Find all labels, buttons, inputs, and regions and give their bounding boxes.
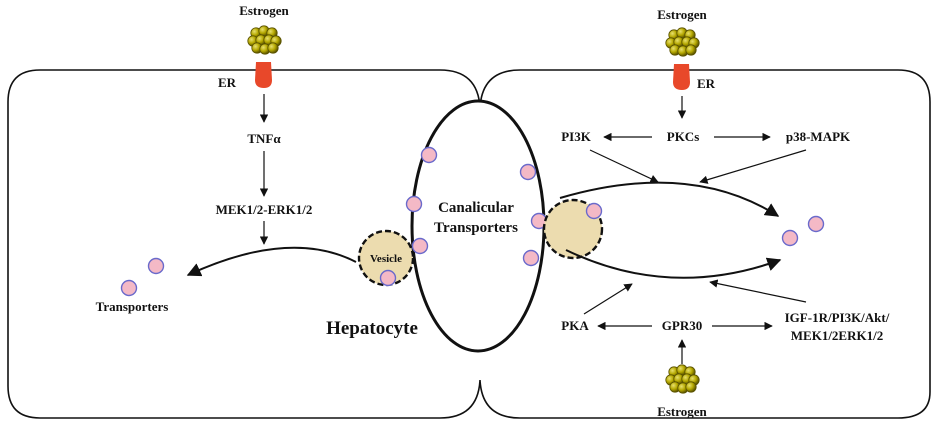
estrogen-molecule <box>685 44 697 56</box>
arrow-pka-to-lower-path <box>583 283 633 315</box>
arrow-pi3k-to-upper-path <box>589 149 659 183</box>
transporter-dot <box>781 229 799 247</box>
transporter-dot <box>807 215 825 233</box>
igf-pathway-line2: MEK1/2ERK1/2 <box>791 328 883 343</box>
upper-trafficking-arc <box>559 181 780 217</box>
transporter-dot <box>522 249 540 267</box>
right-estrogen-bottom-label: Estrogen <box>657 404 707 419</box>
transporter-dot <box>411 237 429 255</box>
hepatocyte-label: Hepatocyte <box>326 318 418 339</box>
lower-trafficking-arc <box>565 249 782 279</box>
vesicle-transporter-dot <box>379 269 397 287</box>
igf-pathway-line1: IGF-1R/PI3K/Akt/ <box>785 310 890 325</box>
vesicle-label: Vesicle <box>370 253 402 265</box>
transporters-label: Transporters <box>96 299 169 314</box>
arrow-igf-to-lower-path <box>709 279 807 303</box>
left-er-label: ER <box>218 75 237 90</box>
transporter-dot <box>147 257 165 275</box>
vesicle-transporter-dot <box>585 202 603 220</box>
canalicular-label-line1: Canalicular <box>438 200 514 216</box>
left-estrogen-receptor <box>255 62 272 88</box>
gpr30-label: GPR30 <box>662 318 702 333</box>
transporter-dot <box>120 279 138 297</box>
pka-label: PKA <box>561 318 589 333</box>
mek-erk-label: MEK1/2-ERK1/2 <box>216 202 313 217</box>
canalicular-label-line2: Transporters <box>434 220 518 236</box>
estrogen-molecule <box>685 381 697 393</box>
right-estrogen-receptor <box>673 64 690 90</box>
tnf-label: TNFα <box>247 131 281 146</box>
internalization-arc <box>186 246 357 277</box>
transporter-dot <box>519 163 537 181</box>
left-cell-membrane <box>7 69 931 419</box>
right-estrogen-top-label: Estrogen <box>657 7 707 22</box>
p38-mapk-label: p38-MAPK <box>786 129 851 144</box>
arrow-p38-to-upper-path <box>699 149 807 184</box>
right-bottom-estrogen-cluster <box>665 364 700 394</box>
transporter-dot <box>405 195 423 213</box>
estrogen-molecule <box>267 42 279 54</box>
left-estrogen-cluster <box>247 25 282 55</box>
right-top-estrogen-cluster <box>665 27 700 57</box>
transporter-dot <box>420 146 438 164</box>
right-er-label: ER <box>697 76 716 91</box>
left-estrogen-label: Estrogen <box>239 3 289 18</box>
canalicular-transporters <box>405 146 548 267</box>
pi3k-label: PI3K <box>561 129 592 144</box>
pkcs-label: PKCs <box>667 129 700 144</box>
left-vesicle <box>357 229 415 287</box>
